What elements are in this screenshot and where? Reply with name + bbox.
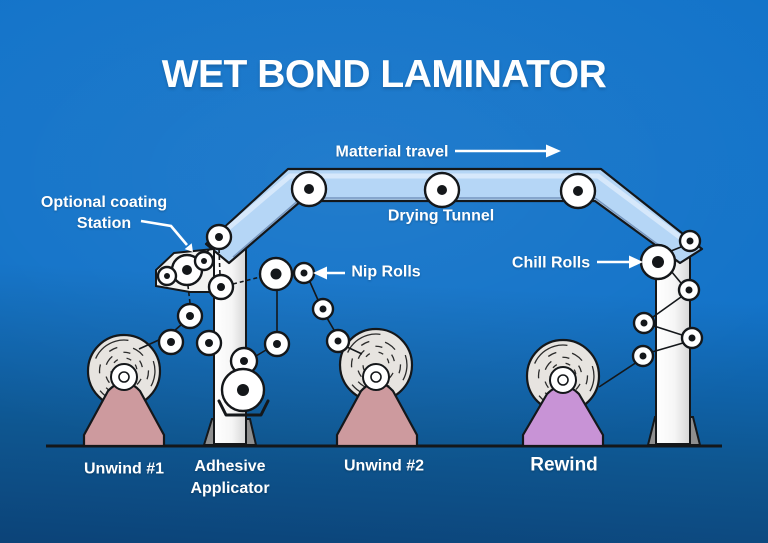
adhesive-pan xyxy=(217,399,270,417)
roller xyxy=(290,170,328,208)
chill-rolls-arrow xyxy=(597,255,643,269)
roller xyxy=(680,326,704,350)
roller xyxy=(156,265,178,287)
optional-coating-line1: Optional coating xyxy=(40,194,168,211)
roller xyxy=(632,311,656,335)
unwind2-label: Unwind #2 xyxy=(343,457,425,475)
roller xyxy=(193,250,215,272)
roller xyxy=(677,278,701,302)
rewind-label: Rewind xyxy=(530,454,598,476)
roll-hub xyxy=(362,363,390,391)
unwind2-stand xyxy=(335,381,419,448)
chill-rolls-label: Chill Rolls xyxy=(511,254,591,272)
material-travel-arrow xyxy=(455,144,561,158)
page-title: WET BOND LAMINATOR xyxy=(161,53,607,96)
roller xyxy=(631,344,655,368)
roller xyxy=(157,328,185,356)
roll-hub xyxy=(110,363,138,391)
roller xyxy=(263,330,291,358)
coating-station-arrow xyxy=(140,219,193,252)
roller xyxy=(220,367,266,413)
roller xyxy=(205,223,233,251)
roller xyxy=(258,256,294,292)
adhesive-line1: Adhesive xyxy=(194,458,266,475)
roller xyxy=(195,329,223,357)
material-travel-label: Matterial travel xyxy=(335,143,449,161)
roller xyxy=(678,229,702,253)
optional-coating-station-label: Optional coating Station xyxy=(41,192,167,234)
roller xyxy=(423,171,461,209)
drying-tunnel-label: Drying Tunnel xyxy=(387,207,495,225)
roll-hub xyxy=(549,366,577,394)
roller xyxy=(292,261,316,285)
roller xyxy=(325,328,351,354)
adhesive-applicator-label: Adhesive Applicator xyxy=(190,456,269,500)
adhesive-line2: Applicator xyxy=(190,480,270,497)
roller xyxy=(639,243,677,281)
unwind1-label: Unwind #1 xyxy=(83,460,165,478)
roller xyxy=(559,172,597,210)
nip-rolls-label: Nip Rolls xyxy=(351,263,421,281)
roll-hubs-layer xyxy=(110,363,577,394)
rollers-layer xyxy=(156,170,704,413)
nip-rolls-arrow xyxy=(313,266,345,280)
optional-coating-line2: Station xyxy=(76,215,132,232)
roller xyxy=(207,273,235,301)
roller xyxy=(311,297,335,321)
web-path-layer xyxy=(138,243,684,388)
roller xyxy=(176,302,204,330)
